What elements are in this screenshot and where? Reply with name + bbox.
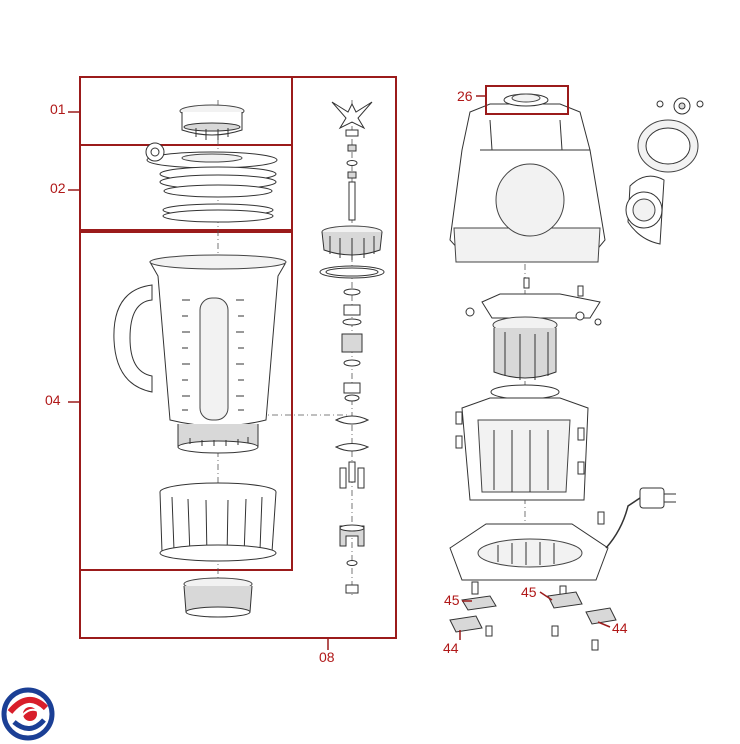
callout-08: 08 [319, 649, 335, 665]
motor-chassis-part [455, 397, 589, 501]
lid-and-seals-part [145, 142, 278, 223]
measuring-cap-part [179, 104, 245, 140]
blender-jug-part [113, 254, 287, 562]
motor-base-housing-part [449, 93, 606, 263]
power-cord-part [605, 487, 676, 549]
frame-assembly-08 [79, 76, 397, 639]
callout-leaders [68, 85, 611, 650]
frame-part-26 [485, 85, 569, 115]
callout-45-right: 45 [521, 584, 537, 600]
blade-stack-parts [319, 101, 385, 594]
callout-26: 26 [457, 88, 473, 104]
control-panel-part [625, 97, 704, 245]
motor-assembly-part [465, 277, 602, 400]
callout-45-left: 45 [444, 592, 460, 608]
callout-44-left: 44 [443, 640, 459, 656]
callout-04: 04 [45, 392, 61, 408]
callout-44-right: 44 [612, 620, 628, 636]
rubber-feet-parts [449, 591, 617, 651]
callout-02: 02 [50, 180, 66, 196]
callout-labels: 01 02 04 08 26 45 45 44 44 [45, 88, 628, 665]
brand-logo [1, 687, 55, 741]
jug-assembly-frames [79, 76, 397, 639]
callout-01: 01 [50, 101, 66, 117]
jug-coupling-part [183, 577, 253, 618]
